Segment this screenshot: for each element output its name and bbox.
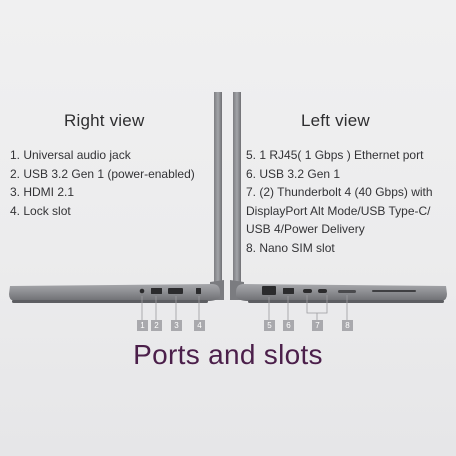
list-item: 1. Universal audio jack bbox=[10, 148, 131, 162]
thunderbolt-port-1 bbox=[303, 289, 312, 293]
list-item: DisplayPort Alt Mode/USB Type-C/ bbox=[246, 203, 431, 218]
sim-slot bbox=[338, 290, 356, 293]
callout-8: 8 bbox=[342, 320, 353, 331]
right-laptop-base bbox=[9, 284, 220, 301]
lock-slot bbox=[196, 288, 201, 294]
callout-6: 6 bbox=[283, 320, 294, 331]
page-title: Ports and slots bbox=[133, 339, 323, 370]
list-item: 4. Lock slot bbox=[10, 203, 71, 218]
callout-7: 7 bbox=[312, 320, 323, 331]
right-leader-lines bbox=[141, 296, 200, 320]
card-vent bbox=[372, 290, 416, 292]
hdmi-port bbox=[168, 288, 183, 294]
callout-1: 1 bbox=[137, 320, 148, 331]
callout-5: 5 bbox=[264, 320, 275, 331]
list-item: 7. (2) Thunderbolt 4 (40 Gbps) with bbox=[246, 185, 433, 199]
list-item: 6. USB 3.2 Gen 1 bbox=[246, 166, 341, 181]
left-view-port-list: 5. 1 RJ45( 1 Gbps ) Ethernet port 6. USB… bbox=[246, 146, 456, 257]
usb-a-port-right bbox=[151, 288, 162, 294]
audio-jack-port bbox=[139, 288, 145, 294]
usb-a-port-left bbox=[283, 288, 294, 294]
list-item: 5. 1 RJ45( 1 Gbps ) Ethernet port bbox=[246, 148, 424, 162]
left-leader-lines bbox=[268, 295, 348, 320]
right-laptop-foot bbox=[12, 300, 208, 303]
list-item: 2. USB 3.2 Gen 1 (power-enabled) bbox=[10, 166, 195, 181]
list-item: USB 4/Power Delivery bbox=[246, 222, 365, 236]
right-laptop-lid bbox=[214, 92, 222, 286]
right-view-heading: Right view bbox=[64, 111, 145, 130]
left-view-heading: Left view bbox=[301, 111, 370, 130]
callout-2: 2 bbox=[151, 320, 162, 331]
callout-4: 4 bbox=[194, 320, 205, 331]
list-item: 8. Nano SIM slot bbox=[246, 240, 335, 255]
left-laptop-foot bbox=[248, 300, 444, 303]
callout-3: 3 bbox=[171, 320, 182, 331]
thunderbolt-port-2 bbox=[318, 289, 327, 293]
right-view-port-list: 1. Universal audio jack 2. USB 3.2 Gen 1… bbox=[10, 146, 222, 220]
ethernet-port bbox=[262, 286, 276, 295]
left-laptop-lid bbox=[233, 92, 241, 286]
list-item: 3. HDMI 2.1 bbox=[10, 185, 75, 199]
